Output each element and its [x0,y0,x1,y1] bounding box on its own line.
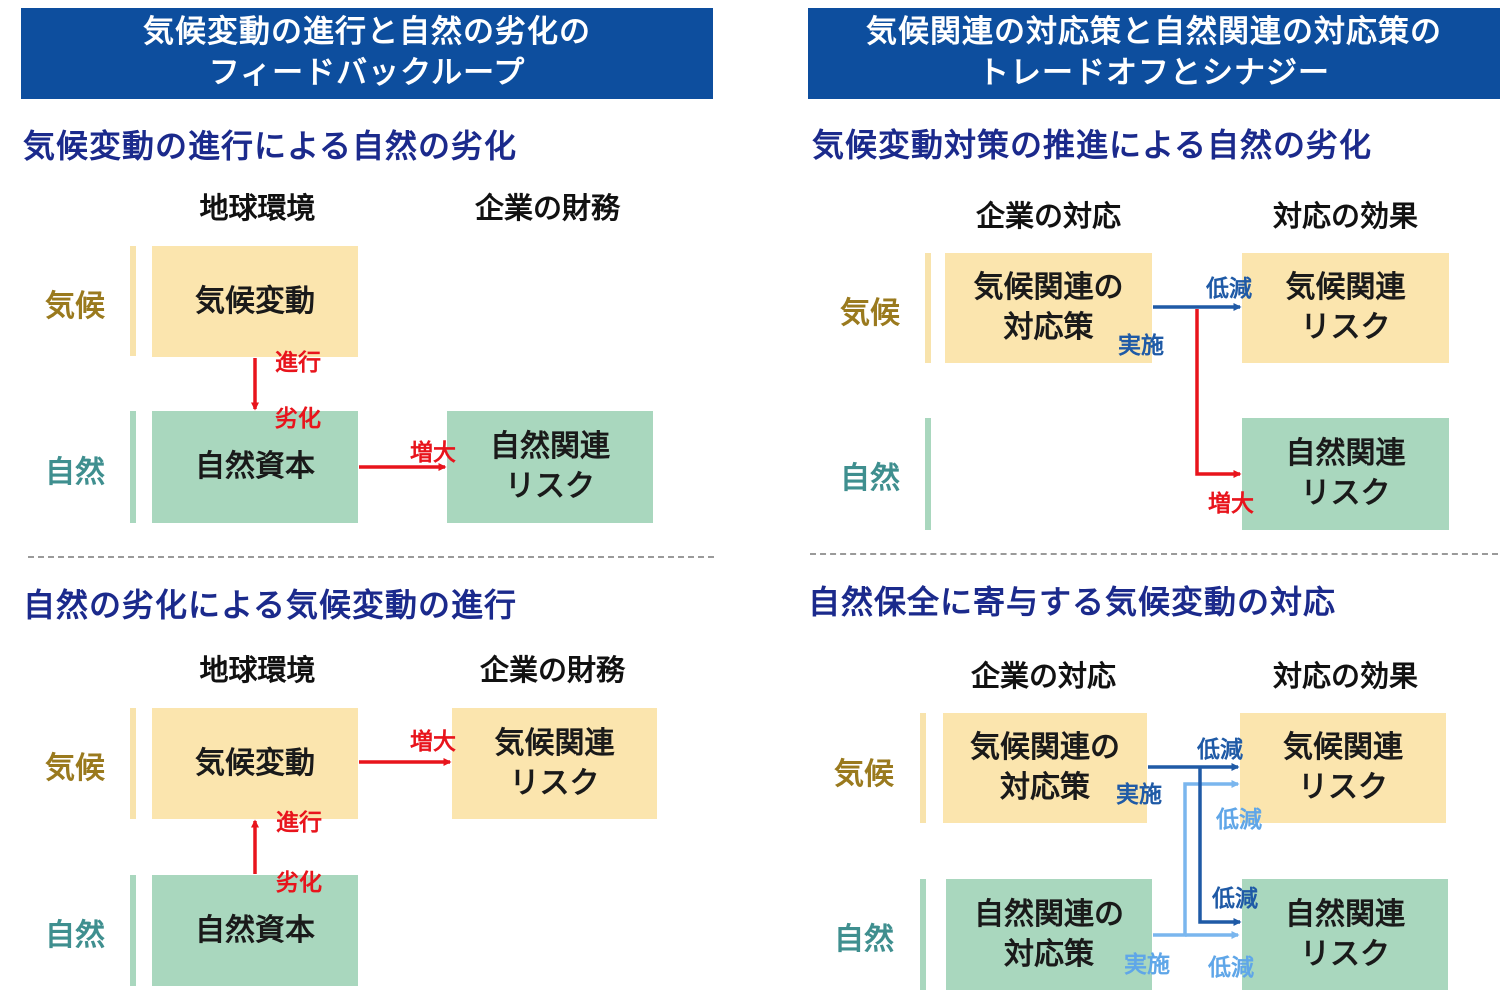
right-bottom-row-label-nature: 自然 [834,922,894,957]
right-header: 気候関連の対応策と自然関連の対応策の トレードオフとシナジー [808,8,1500,99]
left-bottom-col-head-environment: 地球環境 [199,653,316,687]
left-bottom-col-head-finance: 企業の財務 [479,653,625,687]
right-bottom-box-nature-risk-line-2: リスク [1300,936,1390,972]
left-bottom-row-bar-nature [130,875,136,986]
right-top-row-bar-climate [925,253,931,363]
left-top-row-label-climate: 気候 [45,289,105,324]
right-bottom-label-implement-climate: 実施 [1116,782,1162,808]
right-bottom-box-nature-measures-line-2: 対応策 [1004,936,1094,972]
left-bottom-row-bar-climate [130,708,136,819]
right-top-label-increase: 増大 [1208,491,1254,517]
left-top-label-progress: 進行 [275,350,321,376]
right-bottom-label-reduce-2: 低減 [1216,807,1262,833]
left-top-row-bar-climate [130,246,136,356]
right-bottom-box-nature-risk: 自然関連 リスク [1242,879,1448,990]
right-top-subtitle: 気候変動対策の推進による自然の劣化 [812,126,1373,164]
right-bottom-arrow-climate-to-nature [1198,767,1242,926]
left-bottom-label-progress: 進行 [276,810,322,836]
left-top-row-label-nature: 自然 [45,455,105,490]
left-bottom-subtitle: 自然の劣化による気候変動の進行 [23,586,518,624]
right-bottom-label-reduce-4: 低減 [1208,955,1254,981]
right-top-box-climate-measures: 気候関連の 対応策 [945,253,1152,363]
right-header-line-1: 気候関連の対応策と自然関連の対応策の [866,14,1442,50]
left-top-label-degrade: 劣化 [275,406,321,432]
right-bottom-col-head-response: 企業の対応 [970,659,1116,693]
right-bottom-label-reduce-1: 低減 [1197,737,1243,763]
left-top-box-nature-risk: 自然関連 リスク [447,411,653,523]
left-bottom-row-label-climate: 気候 [45,751,105,786]
left-header: 気候変動の進行と自然の劣化の フィードバックループ [21,8,713,99]
right-bottom-box-nature-risk-line-1: 自然関連 [1285,896,1405,932]
right-top-col-head-effect: 対応の効果 [1272,199,1418,233]
right-bottom-box-nature-measures-line-1: 自然関連の [974,896,1124,932]
left-top-box-nature-risk-line-2: リスク [505,469,595,504]
right-header-line-2: トレードオフとシナジー [978,55,1330,91]
right-top-box-nature-risk-line-2: リスク [1300,476,1391,511]
right-top-row-label-climate: 気候 [840,296,900,331]
right-bottom-row-bar-climate [920,713,926,823]
right-section-divider [810,553,1498,555]
left-header-line-2: フィードバックループ [208,55,526,91]
right-bottom-box-climate-measures-line-1: 気候関連の [970,730,1120,765]
right-top-box-nature-risk-line-1: 自然関連 [1285,436,1406,471]
left-top-box-climate-change: 気候変動 [152,246,358,357]
right-bottom-box-climate-risk-line-1: 気候関連 [1283,730,1403,765]
left-top-col-head-finance: 企業の財務 [474,191,620,225]
right-bottom-box-climate-risk-line-2: リスク [1298,770,1388,805]
right-top-col-head-response: 企業の対応 [975,199,1121,233]
left-header-line-1: 気候変動の進行と自然の劣化の [143,14,591,50]
right-bottom-row-bar-nature [920,879,926,990]
left-section-divider [28,556,714,558]
right-bottom-row-label-climate: 気候 [834,757,894,792]
left-bottom-box-climate-risk-line-2: リスク [509,765,600,801]
left-bottom-box-climate-risk: 気候関連 リスク [452,708,657,819]
right-top-box-nature-risk: 自然関連 リスク [1242,418,1449,530]
right-bottom-label-reduce-3: 低減 [1212,886,1258,912]
right-top-box-climate-risk-line-2: リスク [1300,310,1391,345]
left-bottom-label-increase: 増大 [410,729,456,755]
left-top-box-climate-change-text: 気候変動 [195,283,315,319]
left-bottom-label-degrade: 劣化 [276,870,322,896]
right-top-row-label-nature: 自然 [840,461,900,496]
right-bottom-box-climate-risk: 気候関連 リスク [1240,713,1446,823]
right-bottom-arrow-nature-to-climate [1153,780,1240,937]
left-top-label-increase: 増大 [410,440,456,466]
right-top-label-reduce: 低減 [1206,276,1252,302]
right-top-box-climate-measures-line-1: 気候関連の [973,270,1124,305]
left-bottom-box-climate-change-text: 気候変動 [195,745,315,781]
left-top-subtitle: 気候変動の進行による自然の劣化 [23,127,518,165]
left-bottom-row-label-nature: 自然 [45,918,105,953]
right-bottom-label-implement-nature: 実施 [1124,952,1170,978]
left-top-col-head-environment: 地球環境 [199,191,316,225]
right-top-box-climate-measures-line-2: 対応策 [1003,310,1094,345]
right-bottom-col-head-effect: 対応の効果 [1272,659,1418,693]
left-top-box-natural-capital-text: 自然資本 [195,449,315,484]
left-top-box-natural-capital: 自然資本 [152,411,358,523]
left-bottom-box-natural-capital-text: 自然資本 [195,912,315,948]
right-top-box-climate-risk: 気候関連 リスク [1242,253,1449,363]
right-top-label-implement: 実施 [1118,333,1164,359]
right-top-row-bar-nature [925,418,931,530]
left-bottom-box-natural-capital: 自然資本 [152,875,358,986]
right-bottom-subtitle: 自然保全に寄与する気候変動の対応 [808,583,1337,621]
left-top-box-nature-risk-line-1: 自然関連 [490,429,610,464]
right-bottom-box-climate-measures: 気候関連の 対応策 [943,713,1147,823]
left-bottom-box-climate-risk-line-1: 気候関連 [494,725,615,761]
right-bottom-box-climate-measures-line-2: 対応策 [1000,770,1090,805]
left-top-row-bar-nature [130,411,136,523]
right-top-box-climate-risk-line-1: 気候関連 [1285,270,1406,305]
left-bottom-box-climate-change: 気候変動 [152,708,358,819]
right-top-arrow-increase [1195,309,1242,478]
right-bottom-box-nature-measures: 自然関連の 対応策 [946,879,1152,990]
